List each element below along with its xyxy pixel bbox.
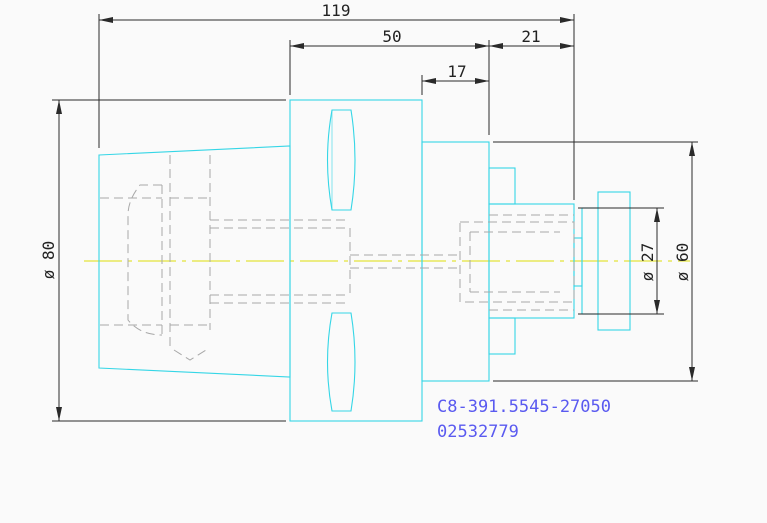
pilot xyxy=(573,237,583,287)
dim-diameter-body: ø 80 xyxy=(39,241,58,280)
part-outline xyxy=(98,99,631,422)
dim-step-length: 17 xyxy=(447,62,466,81)
dim-diameter-flange: ø 60 xyxy=(673,243,692,282)
dim-body-length: 50 xyxy=(382,27,401,46)
dim-right-length: 21 xyxy=(521,27,540,46)
hidden-lines xyxy=(100,155,575,361)
clamp-nut xyxy=(597,191,631,331)
upper-key xyxy=(488,167,516,205)
dimensions xyxy=(52,14,698,422)
part-number: 02532779 xyxy=(437,422,519,442)
upper-slot xyxy=(326,109,356,211)
part-code: C8-391.5545-27050 xyxy=(437,397,611,417)
dim-diameter-shank: ø 27 xyxy=(638,243,657,282)
lower-slot xyxy=(326,312,356,412)
dim-overall-length: 119 xyxy=(322,1,351,20)
lower-key xyxy=(488,317,516,355)
